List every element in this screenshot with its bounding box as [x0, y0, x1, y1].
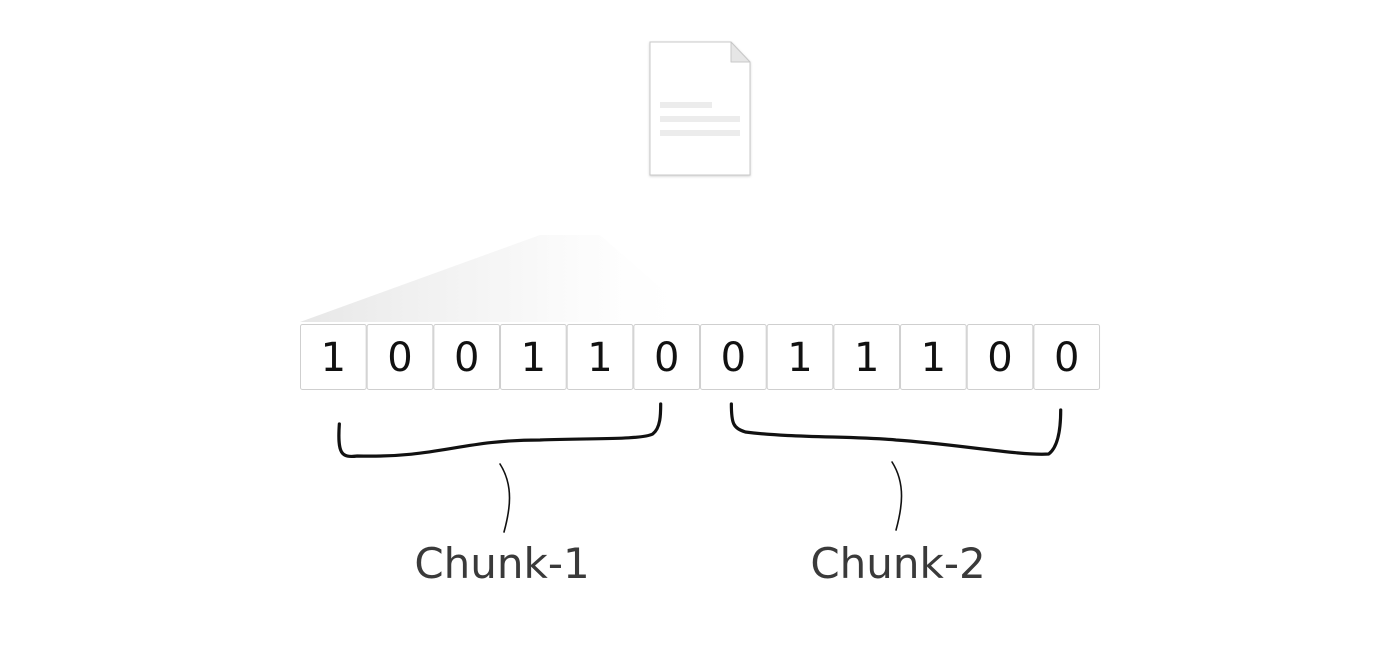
bit-cell-box [500, 324, 567, 390]
bit-cell-box [566, 324, 634, 390]
bit-value: 1 [521, 335, 546, 381]
chunk-brace-tail [891, 461, 903, 531]
bit-value: 1 [921, 335, 946, 381]
chunk-annotations: Chunk-1 Chunk-2 [337, 402, 1063, 588]
bit-cell-box [833, 324, 901, 390]
document-icon [649, 41, 751, 176]
bit-value: 0 [654, 335, 679, 381]
bit-cell: 0 [966, 324, 1034, 390]
bit-value: 1 [321, 335, 346, 381]
bit-value: 0 [454, 335, 479, 381]
bit-value: 1 [854, 335, 879, 381]
bit-cell-box [366, 324, 434, 390]
bit-cell-box [300, 324, 367, 390]
bit-cell: 1 [500, 324, 567, 390]
bit-cell: 0 [633, 324, 701, 390]
chunk-brace-tail [499, 463, 511, 533]
bit-cell: 1 [833, 324, 901, 390]
chunk-brace [729, 402, 1063, 456]
bit-cell: 1 [566, 324, 634, 390]
bit-cell-box [633, 324, 701, 390]
bit-value: 0 [387, 335, 412, 381]
bit-cell: 0 [1033, 324, 1101, 390]
bit-cell-box [900, 324, 967, 390]
bit-cell-box [966, 324, 1034, 390]
zoom-fan [300, 235, 700, 322]
bit-value: 1 [587, 335, 612, 381]
bit-value: 0 [721, 335, 746, 381]
bit-cell-box [1033, 324, 1101, 390]
bit-cell: 1 [300, 324, 367, 390]
bit-value: 1 [787, 335, 812, 381]
bit-value: 0 [1054, 335, 1079, 381]
chunk-label: Chunk-1 [414, 539, 589, 588]
bit-cell: 0 [366, 324, 434, 390]
bit-value: 0 [987, 335, 1012, 381]
bit-cell-box [433, 324, 501, 390]
bit-cell-box [766, 324, 834, 390]
bit-cell: 1 [900, 324, 967, 390]
chunk-label: Chunk-2 [810, 539, 985, 588]
bit-cell: 1 [766, 324, 834, 390]
bit-cell-box [700, 324, 767, 390]
bit-cell: 0 [700, 324, 767, 390]
chunk-brace [337, 402, 663, 459]
bit-cell: 0 [433, 324, 501, 390]
